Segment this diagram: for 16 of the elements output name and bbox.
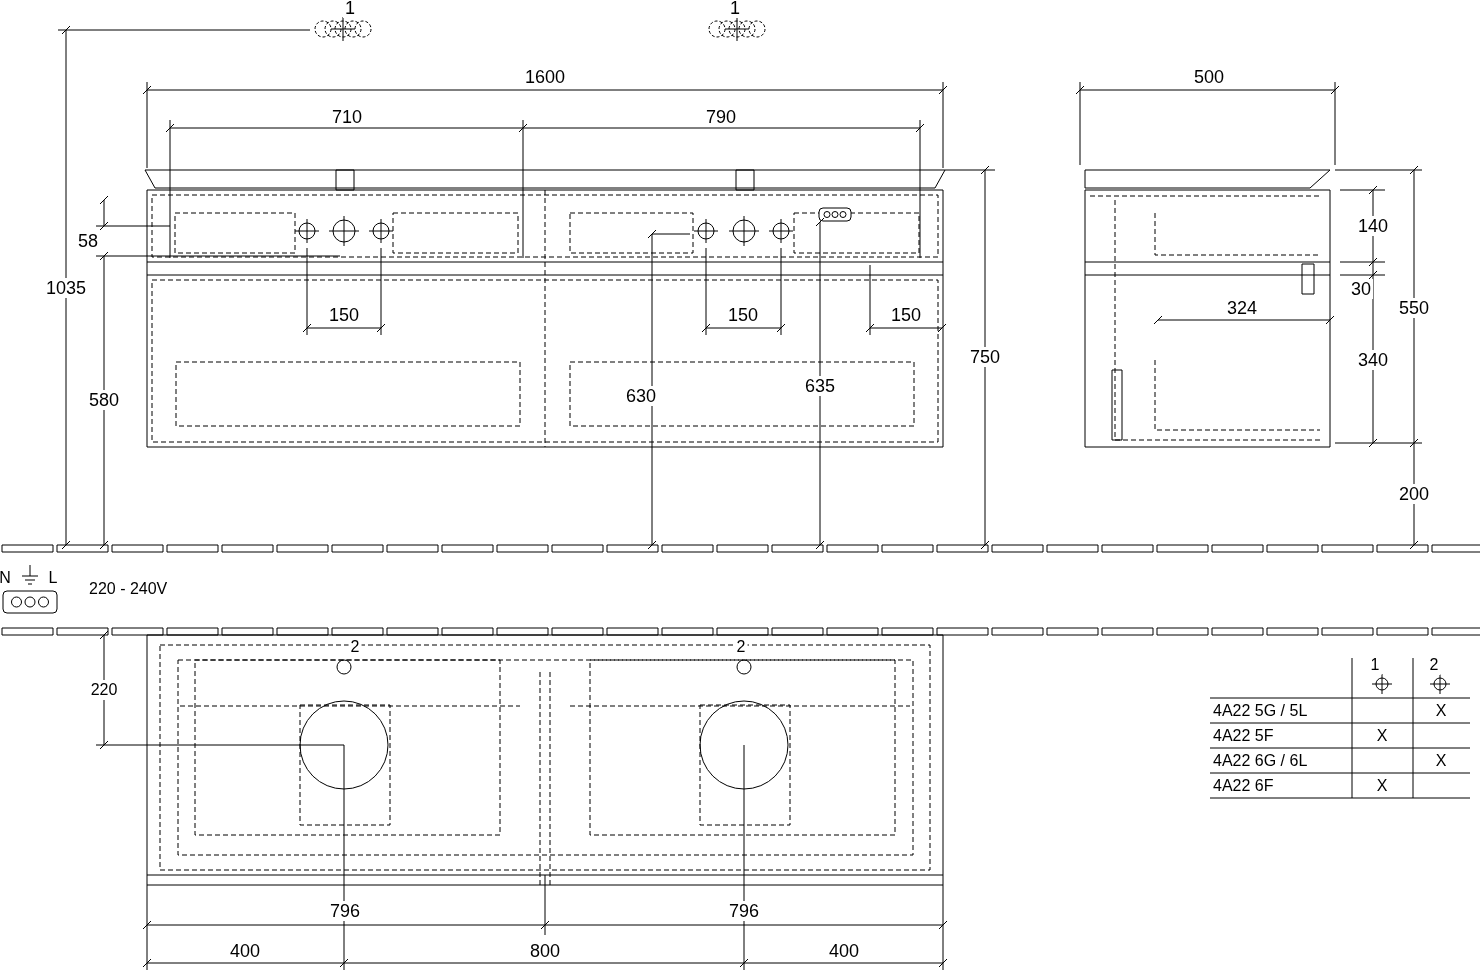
dimension-label: 1035 xyxy=(44,278,88,298)
dimension-label: 30 xyxy=(1349,279,1373,299)
callout-number: 2 xyxy=(1427,655,1441,675)
dimension-label: 140 xyxy=(1356,216,1390,236)
dimension-label: 200 xyxy=(1397,484,1431,504)
dimension-label: 630 xyxy=(624,386,658,406)
dimension-label: 220 xyxy=(88,680,120,700)
callout-number: 1 xyxy=(728,0,742,18)
dimension-label: 550 xyxy=(1397,298,1431,318)
dimension-label: 796 xyxy=(727,901,761,921)
dimension-label: 580 xyxy=(87,390,121,410)
dimension-label: 635 xyxy=(803,376,837,396)
dimension-label: 796 xyxy=(328,901,362,921)
dimension-label: 750 xyxy=(968,347,1002,367)
dimension-label: 340 xyxy=(1356,350,1390,370)
callout-number: 1 xyxy=(343,0,357,18)
